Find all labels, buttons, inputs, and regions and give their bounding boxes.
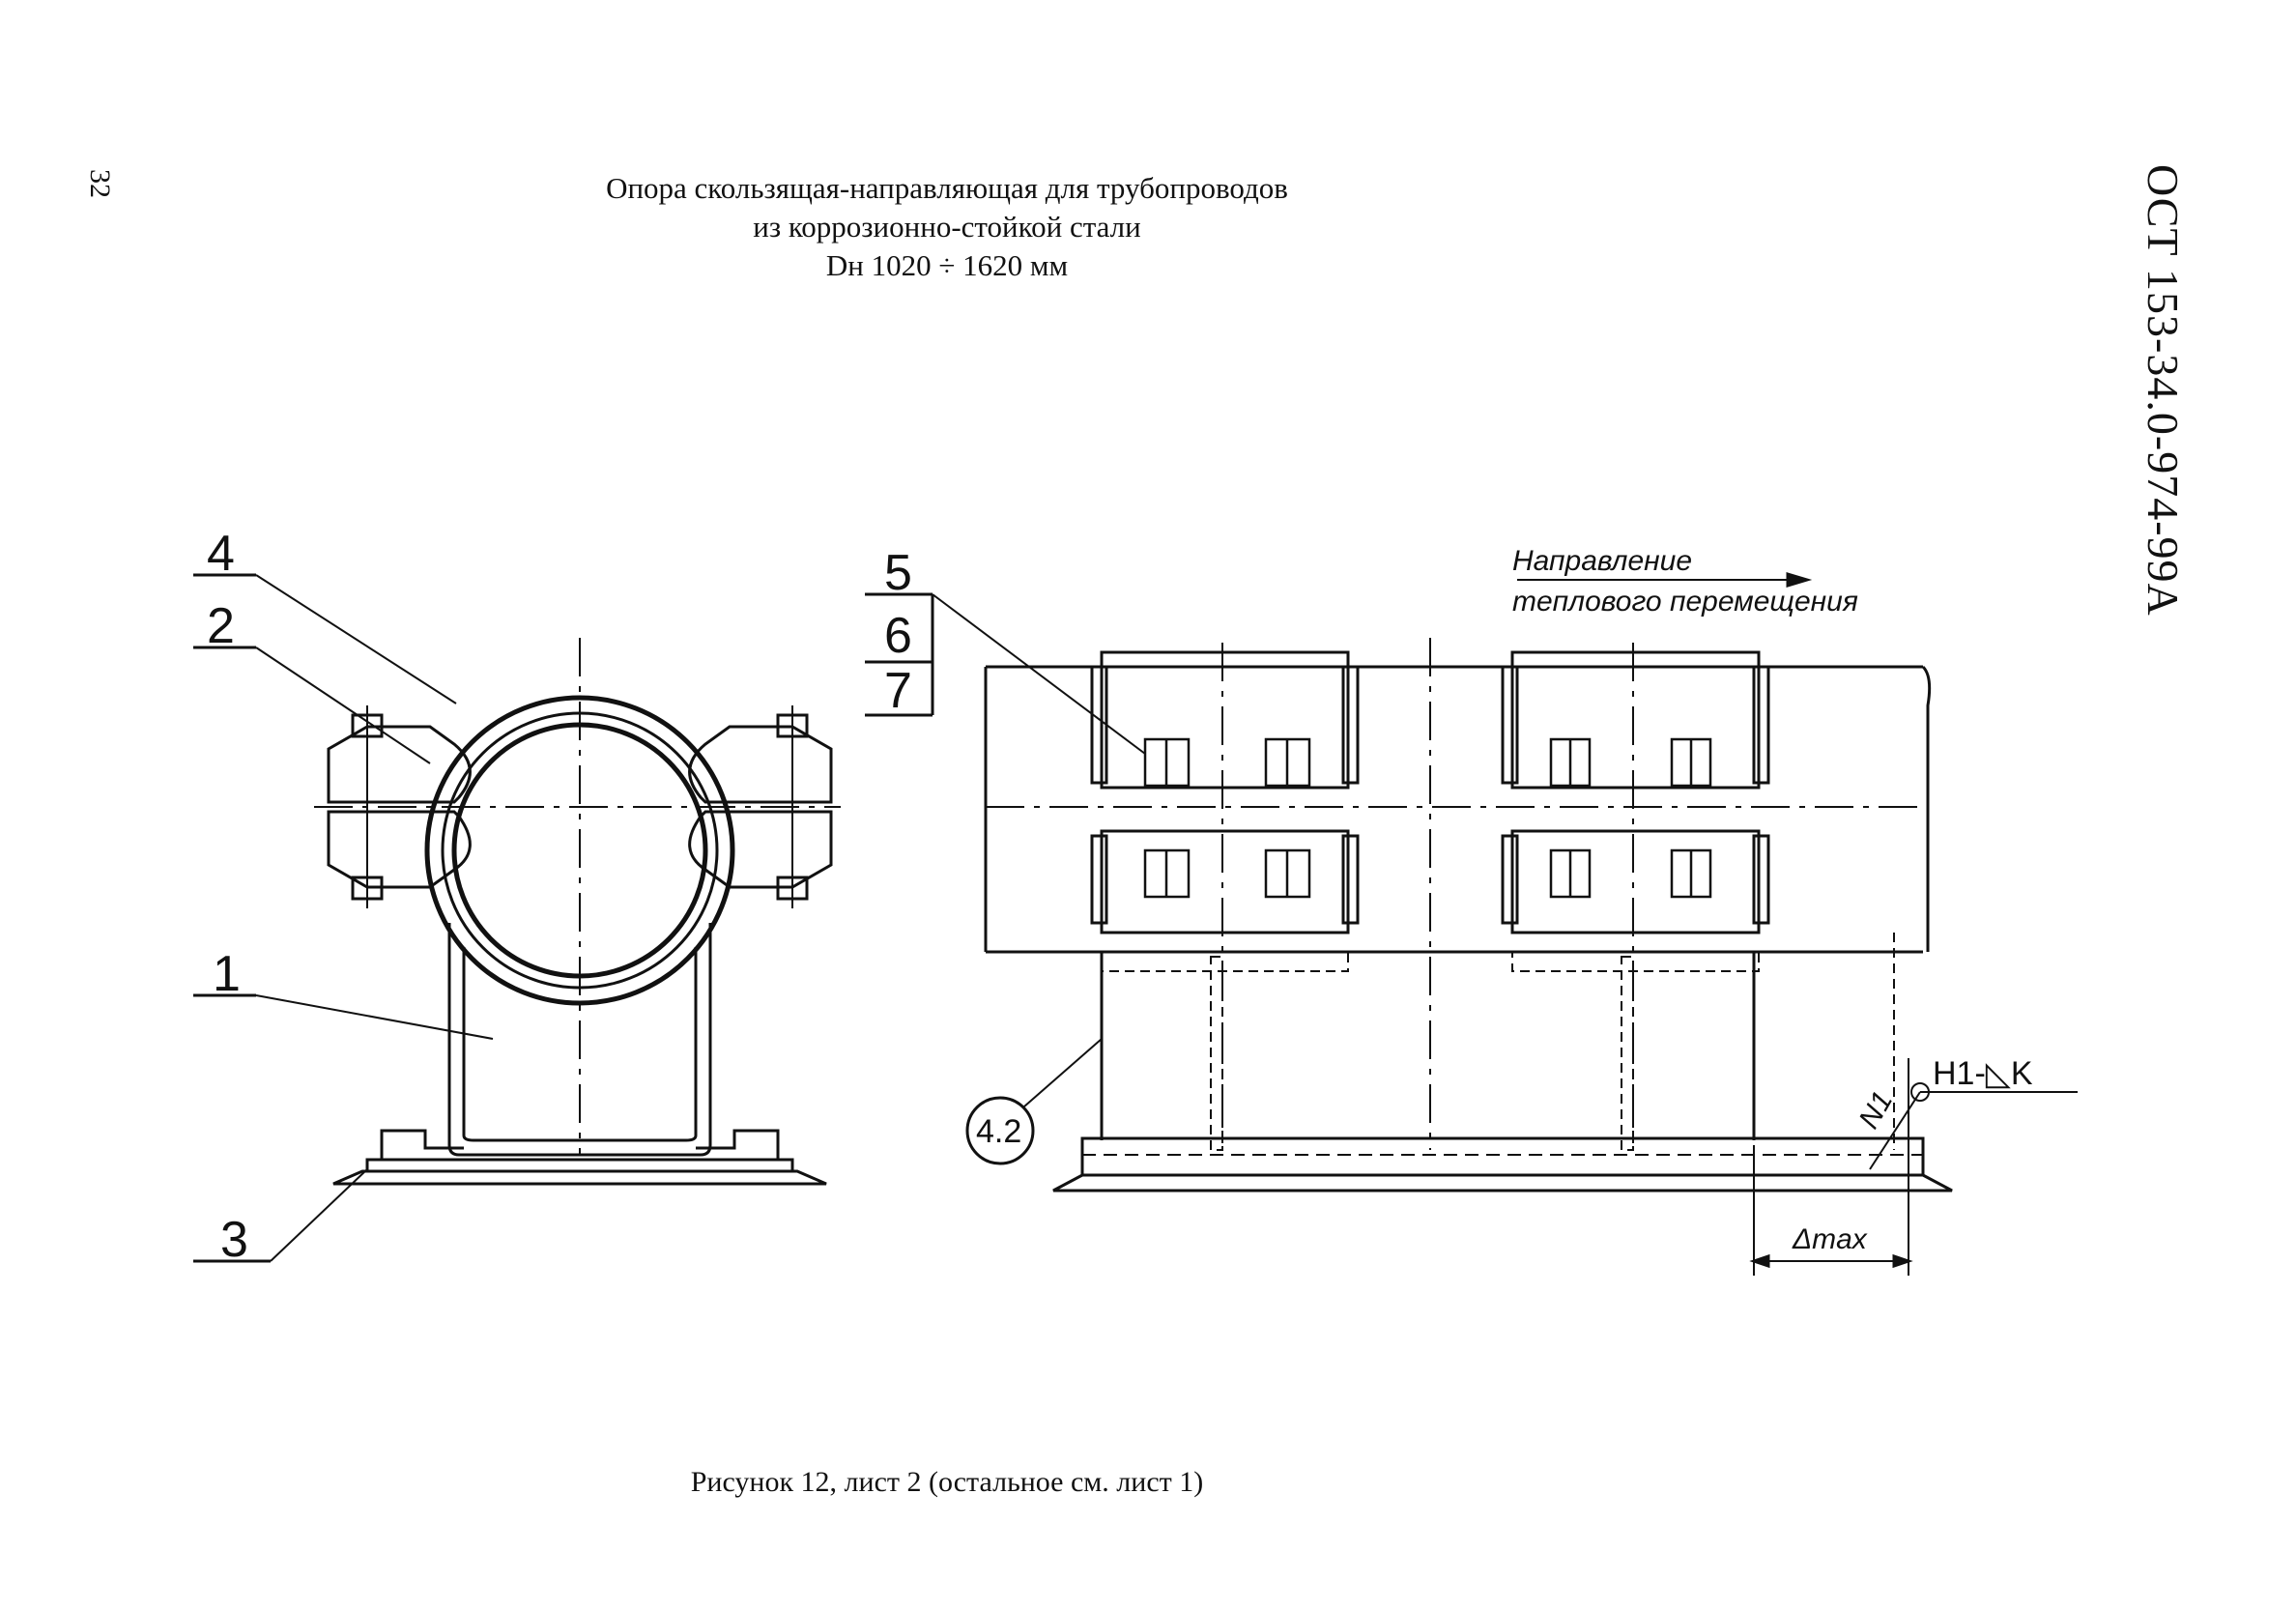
delta-max-label: Δmax xyxy=(1792,1223,1868,1255)
title-line-3: Dн 1020 ÷ 1620 мм xyxy=(825,248,1069,282)
direction-label-1: Направление xyxy=(1512,545,1692,577)
callout-7: 7 xyxy=(884,663,912,719)
callout-2: 2 xyxy=(207,598,235,654)
weld-number: N1 xyxy=(1852,1086,1899,1135)
title-line-2: из коррозионно-стойкой стали xyxy=(753,210,1141,244)
direction-arrow xyxy=(1517,571,1813,589)
direction-label-2: теплового перемещения xyxy=(1512,586,1858,618)
page-title: Опора скользящая-направляющая для трубоп… xyxy=(0,169,1894,285)
weld-label: Н1-◺K xyxy=(1933,1055,2033,1092)
callout-1: 1 xyxy=(213,946,241,1002)
title-line-1: Опора скользящая-направляющая для трубоп… xyxy=(606,171,1288,205)
right-callouts xyxy=(865,592,1146,1165)
weld-mark xyxy=(1749,1058,2078,1276)
callout-4: 4 xyxy=(207,526,235,582)
left-callouts xyxy=(193,573,494,1263)
callout-4-2: 4.2 xyxy=(976,1113,1021,1150)
side-view xyxy=(984,638,1953,1192)
figure-caption: Рисунок 12, лист 2 (остальное см. лист 1… xyxy=(690,1466,1204,1498)
callout-5: 5 xyxy=(884,545,912,601)
cross-section-view xyxy=(314,638,841,1186)
callout-3: 3 xyxy=(220,1212,248,1268)
callout-6: 6 xyxy=(884,608,912,664)
